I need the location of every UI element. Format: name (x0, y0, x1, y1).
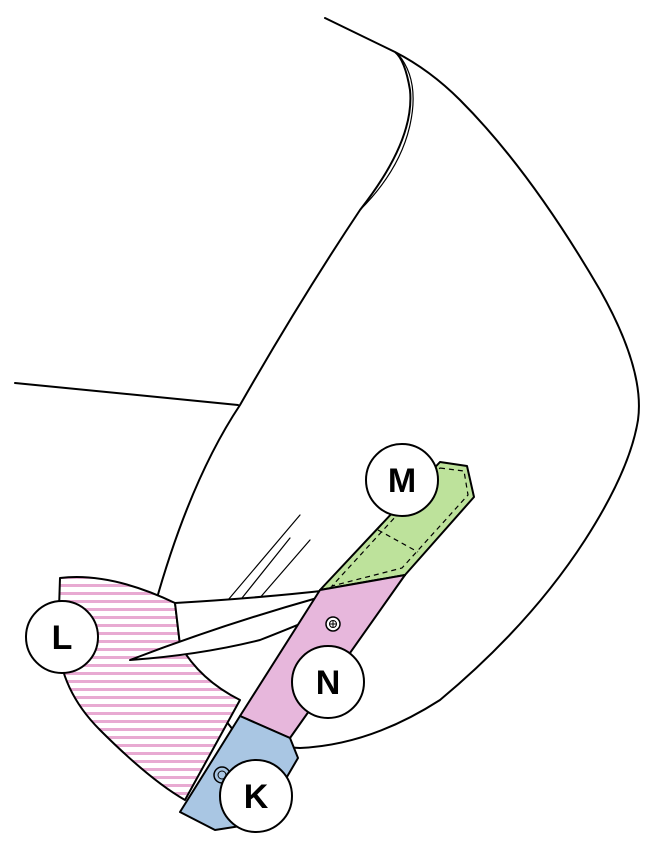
callout-n-label: N (316, 664, 341, 702)
callout-l-label: L (52, 619, 73, 657)
strap-m-stitch-cross (377, 529, 419, 553)
callout-k: K (219, 759, 293, 833)
upper-arm-outline (154, 17, 640, 749)
strap-m-stitch-outer (330, 467, 469, 588)
elbow-crease-1 (227, 514, 301, 601)
rivet-n (325, 616, 341, 632)
callout-n: N (291, 645, 365, 719)
pad-l (57, 576, 241, 801)
callout-m: M (365, 443, 439, 517)
elbow-crease-3 (257, 539, 311, 601)
shoulder-crease (359, 53, 414, 211)
callout-m-label: M (388, 462, 416, 500)
elbow-crease-2 (241, 537, 291, 599)
callout-l: L (25, 600, 99, 674)
callout-k-label: K (244, 778, 269, 816)
forearm-line (14, 382, 239, 406)
